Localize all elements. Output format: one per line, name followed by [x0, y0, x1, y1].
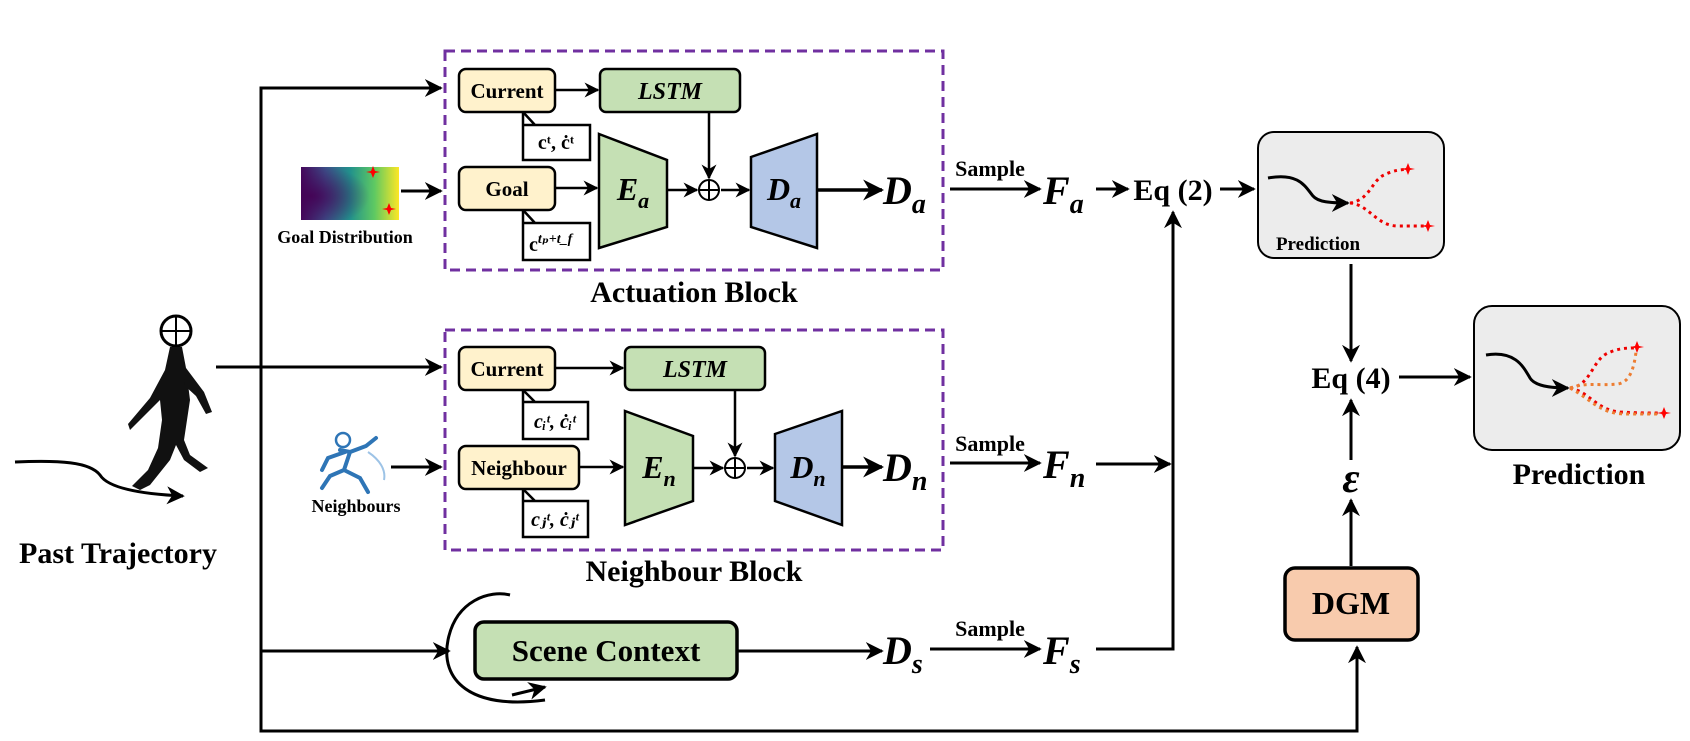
prediction-small-label: Prediction	[1276, 234, 1361, 255]
neighbour-decoder-label: Dn	[789, 449, 825, 491]
fn-label: Fn	[1042, 442, 1085, 494]
actuation-encoder	[597, 132, 669, 250]
neighbour-block-arrows	[555, 360, 775, 476]
neighbour-lstm-box	[623, 345, 767, 392]
neighbours-running-icon	[320, 431, 386, 494]
sample-label-n: Sample	[955, 431, 1025, 456]
neighbour-lstm-label: LSTM	[662, 357, 729, 383]
prediction-large-panel	[1473, 305, 1681, 451]
pedestrian-figure-icon	[128, 314, 212, 490]
actuation-output-da: Da	[882, 168, 926, 220]
neighbour-output-dn: Dn	[882, 445, 927, 497]
neighbour-current-tag	[521, 389, 590, 441]
goal-distribution-heatmap	[301, 166, 399, 220]
neighbour-block-frame	[443, 328, 945, 552]
eq2-label: Eq (2)	[1133, 174, 1212, 207]
prediction-large-label: Prediction	[1513, 458, 1646, 491]
prediction-small-panel	[1257, 131, 1445, 259]
actuation-decoder-label: Da	[766, 171, 801, 213]
neighbour-block-title: Neighbour Block	[586, 555, 803, 588]
goal-distribution-label: Goal Distribution	[277, 227, 413, 247]
actuation-lstm-label: LSTM	[637, 79, 704, 105]
actuation-encoder-label: Ea	[616, 171, 649, 213]
fs-to-eq2-line	[1096, 210, 1182, 651]
actuation-current-tag	[521, 111, 592, 162]
neighbour-neighbour-tag-text: cⱼᵗ, ċⱼᵗ	[531, 509, 580, 531]
neighbour-encoder	[623, 409, 695, 527]
fs-label: Fs	[1042, 628, 1081, 680]
neighbour-current-tag-text: cᵢᵗ, ċᵢᵗ	[534, 411, 577, 433]
actuation-current-label: Current	[470, 79, 543, 103]
sample-label-a: Sample	[955, 156, 1025, 181]
neighbours-label: Neighbours	[311, 496, 400, 516]
dgm-box	[1283, 566, 1420, 642]
input-routing-lines	[216, 79, 1366, 733]
epsilon-label: ε	[1342, 456, 1359, 502]
actuation-lstm-box	[598, 67, 742, 114]
neighbour-current-label: Current	[470, 357, 543, 381]
neighbour-decoder	[773, 409, 844, 527]
neighbour-neighbour-tag	[521, 488, 590, 539]
fa-label: Fa	[1042, 168, 1084, 220]
actuation-decoder	[749, 132, 819, 250]
actuation-goal-tag-text: ctₚ+t_f	[529, 232, 574, 256]
sample-label-s: Sample	[955, 616, 1025, 641]
eq4-label: Eq (4)	[1311, 362, 1390, 395]
scene-context-label: Scene Context	[512, 633, 701, 668]
actuation-concat-icon	[698, 179, 720, 201]
past-trajectory-label: Past Trajectory	[19, 537, 217, 570]
actuation-goal-tag	[521, 209, 592, 262]
scene-context-loop	[445, 592, 546, 704]
actuation-current-tag-text: cᵗ, ċᵗ	[538, 132, 575, 154]
scene-output-ds: Ds	[882, 628, 923, 680]
past-trajectory-curve	[14, 459, 185, 505]
actuation-block-frame	[443, 49, 945, 272]
neighbour-neighbour-label: Neighbour	[471, 456, 567, 480]
dgm-label: DGM	[1312, 585, 1390, 621]
neighbour-encoder-label: En	[641, 449, 676, 491]
actuation-goal-label: Goal	[485, 177, 528, 201]
actuation-block-arrows	[555, 82, 751, 198]
neighbour-concat-icon	[724, 457, 746, 479]
actuation-block-title: Actuation Block	[590, 276, 798, 309]
